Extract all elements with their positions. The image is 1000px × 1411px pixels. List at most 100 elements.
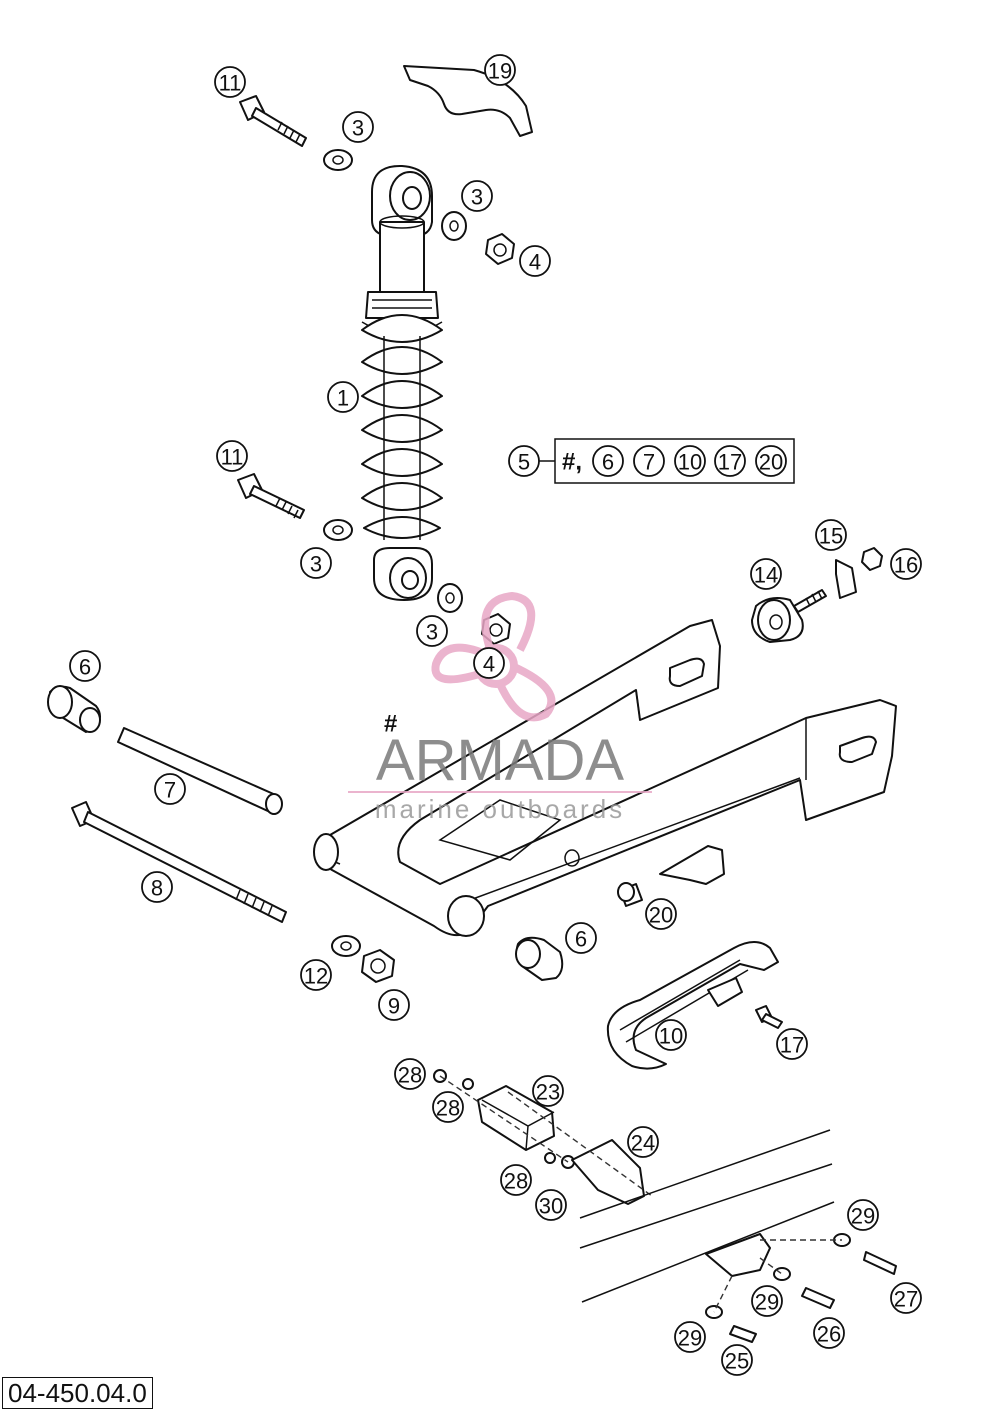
svg-text:8: 8 (151, 876, 163, 901)
callout: 24 (627, 1126, 659, 1158)
nut-top (485, 233, 515, 265)
hash-mark: # (384, 711, 397, 738)
svg-text:3: 3 (352, 116, 364, 141)
callout-labels: 11 19 3 3 4 1 11 3 3 4 15 16 14 6 7 8 12… (69, 54, 922, 1376)
svg-text:4: 4 (483, 652, 495, 677)
callout: 11 (216, 440, 248, 472)
diagram-code-label: 04-450.04.0 (2, 1377, 153, 1409)
svg-text:10: 10 (678, 450, 702, 475)
svg-text:30: 30 (539, 1194, 563, 1219)
callout: 3 (300, 547, 332, 579)
propeller-logo-icon (431, 591, 556, 722)
svg-text:14: 14 (754, 563, 778, 588)
callout: 15 (815, 519, 847, 551)
kit-main-label: 5 (518, 450, 530, 475)
svg-text:29: 29 (755, 1290, 779, 1315)
svg-text:9: 9 (388, 994, 400, 1019)
frame-section (579, 1129, 835, 1303)
callout: 23 (532, 1075, 564, 1107)
svg-text:25: 25 (725, 1349, 749, 1374)
washer (323, 519, 353, 541)
screw-25 (729, 1325, 757, 1343)
guide-block (477, 1085, 555, 1151)
svg-text:6: 6 (575, 927, 587, 952)
callout: 29 (674, 1321, 706, 1353)
svg-text:23: 23 (536, 1080, 560, 1105)
callout: 11 (214, 66, 246, 98)
spacer-tube (117, 727, 283, 815)
callout: 4 (519, 245, 551, 277)
svg-text:10: 10 (659, 1024, 683, 1049)
swingarm (313, 619, 897, 937)
callout: 28 (500, 1164, 532, 1196)
svg-text:29: 29 (678, 1326, 702, 1351)
chain-slider (606, 941, 779, 1070)
svg-text:1: 1 (337, 386, 349, 411)
callout: 14 (750, 558, 782, 590)
callout: 29 (847, 1199, 879, 1231)
washer-12 (331, 935, 361, 957)
callout: 4 (473, 647, 505, 679)
svg-text:26: 26 (817, 1322, 841, 1347)
sleeve-20 (617, 882, 643, 907)
callout: 20 (645, 898, 677, 930)
svg-text:29: 29 (851, 1204, 875, 1229)
svg-text:16: 16 (894, 553, 918, 578)
callout: 3 (461, 180, 493, 212)
bolt-lower (237, 473, 305, 519)
callout: 8 (141, 871, 173, 903)
svg-text:28: 28 (504, 1169, 528, 1194)
callout: 6 (565, 922, 597, 954)
washer (441, 211, 467, 241)
callout: 17 (776, 1028, 808, 1060)
screw-17 (755, 1005, 783, 1029)
svg-text:3: 3 (471, 185, 483, 210)
nut-9 (361, 949, 395, 983)
svg-text:3: 3 (310, 552, 322, 577)
shock-absorber (361, 164, 443, 601)
callout: 9 (378, 989, 410, 1021)
svg-text:20: 20 (759, 450, 783, 475)
callout: 26 (813, 1317, 845, 1349)
callout: 16 (890, 548, 922, 580)
svg-text:28: 28 (436, 1096, 460, 1121)
svg-text:20: 20 (649, 903, 673, 928)
svg-text:17: 17 (718, 450, 742, 475)
watermark-brand: ARMADA (376, 728, 624, 793)
callout: 12 (300, 959, 332, 991)
bolt-26 (801, 1287, 835, 1309)
svg-text:4: 4 (529, 250, 541, 275)
svg-text:19: 19 (488, 59, 512, 84)
callout: 28 (432, 1091, 464, 1123)
armada-watermark: ARMADA marine outboards (348, 591, 652, 824)
callout: 6 (69, 650, 101, 682)
nut-28 (462, 1078, 474, 1090)
washer (437, 583, 463, 613)
svg-text:27: 27 (894, 1287, 918, 1312)
bushing-right (515, 936, 564, 981)
watermark-tagline: marine outboards (375, 794, 625, 824)
svg-text:3: 3 (426, 620, 438, 645)
callout: 3 (416, 615, 448, 647)
svg-text:12: 12 (304, 964, 328, 989)
svg-text:15: 15 (819, 524, 843, 549)
bolt-27 (863, 1251, 897, 1275)
svg-text:6: 6 (602, 450, 614, 475)
mount-bushing (751, 589, 827, 643)
svg-text:6: 6 (79, 655, 91, 680)
svg-text:11: 11 (219, 71, 242, 96)
callout: 1 (327, 381, 359, 413)
callout: 3 (342, 111, 374, 143)
svg-text:28: 28 (398, 1063, 422, 1088)
svg-text:7: 7 (164, 778, 176, 803)
callout: 25 (721, 1344, 753, 1376)
callout: 19 (484, 54, 516, 86)
kit-reference: 5 #, 6 7 10 17 20 (508, 438, 795, 484)
nut-28 (544, 1152, 556, 1164)
callout: 7 (154, 773, 186, 805)
swingarm-bolt (71, 801, 287, 923)
svg-text:11: 11 (221, 445, 244, 470)
nut-small (861, 547, 883, 571)
callout: 30 (535, 1189, 567, 1221)
